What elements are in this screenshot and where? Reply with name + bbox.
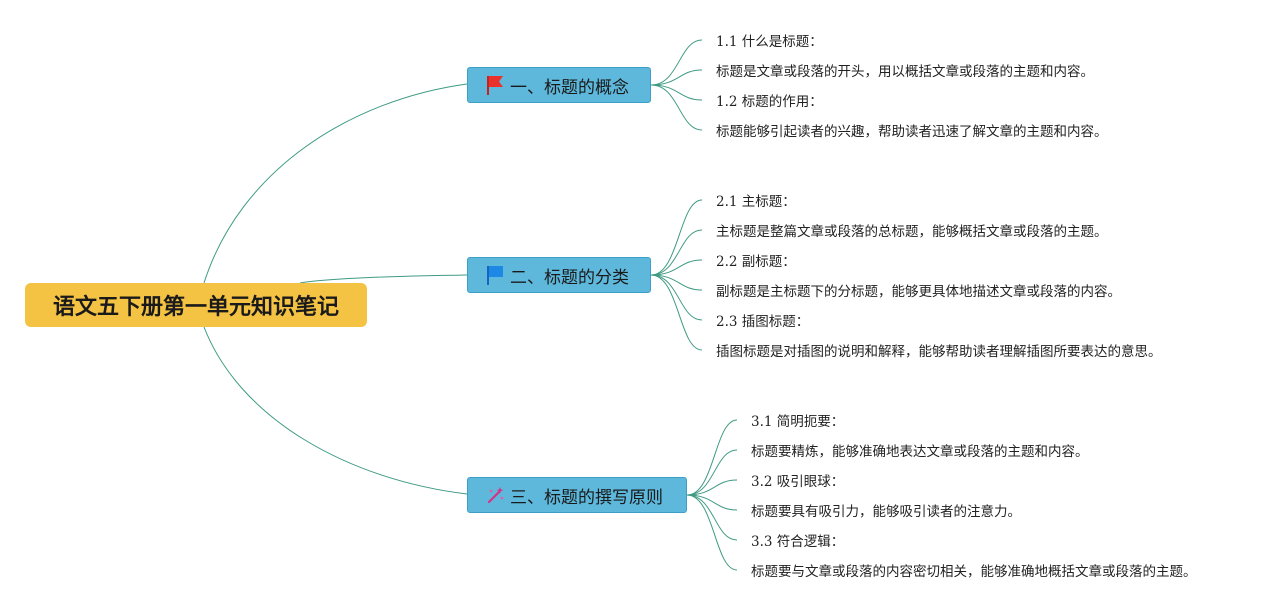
branch-topic-principles[interactable]: 三、标题的撰写原则 [467, 477, 687, 513]
connector-branch-3-leaf-1 [686, 419, 738, 496]
connector-branch-1-leaf-1 [650, 39, 703, 86]
connector-branch-3-leaf-5 [686, 494, 738, 541]
connector-branch-2-leaf-6 [650, 274, 703, 351]
branch-topic-label: 一、标题的概念 [510, 77, 629, 98]
leaf-heading[interactable]: 3.2 吸引眼球： [751, 474, 845, 490]
blue-flag-icon [484, 264, 506, 286]
leaf-description[interactable]: 标题要与文章或段落的内容密切相关，能够准确地概括文章或段落的主题。 [751, 564, 1197, 580]
connector-branch-3-leaf-2 [686, 449, 738, 496]
root-topic[interactable]: 语文五下册第一单元知识笔记 [25, 283, 367, 327]
branch-topic-concept[interactable]: 一、标题的概念 [467, 67, 651, 103]
leaf-description[interactable]: 副标题是主标题下的分标题，能够更具体地描述文章或段落的内容。 [716, 284, 1121, 300]
connector-root-branch-1 [203, 83, 468, 284]
branch-topic-classification[interactable]: 二、标题的分类 [467, 257, 651, 293]
leaf-description[interactable]: 标题要具有吸引力，能够吸引读者的注意力。 [751, 504, 1021, 520]
root-topic-label: 语文五下册第一单元知识笔记 [52, 295, 339, 320]
leaf-description[interactable]: 标题是文章或段落的开头，用以概括文章或段落的主题和内容。 [716, 64, 1094, 80]
leaf-description[interactable]: 主标题是整篇文章或段落的总标题，能够概括文章或段落的主题。 [716, 224, 1108, 240]
connector-branch-2-leaf-5 [650, 274, 703, 321]
connector-branch-1-leaf-2 [650, 69, 703, 86]
connector-branch-1-leaf-3 [650, 84, 703, 101]
leaf-heading[interactable]: 2.3 插图标题： [716, 314, 810, 330]
leaf-heading[interactable]: 2.2 副标题： [716, 254, 796, 270]
red-flag-icon [484, 74, 506, 96]
leaf-heading[interactable]: 2.1 主标题： [716, 194, 796, 210]
connector-branch-2-leaf-2 [650, 229, 703, 276]
connector-branch-3-leaf-4 [686, 494, 738, 511]
branch-topic-label: 二、标题的分类 [510, 267, 629, 288]
connector-branch-3-leaf-6 [686, 494, 738, 571]
leaf-description[interactable]: 标题能够引起读者的兴趣，帮助读者迅速了解文章的主题和内容。 [716, 124, 1108, 140]
leaf-heading[interactable]: 1.2 标题的作用： [716, 94, 823, 110]
leaf-heading[interactable]: 1.1 什么是标题： [716, 34, 823, 50]
connector-root-branch-2 [299, 274, 468, 284]
leaf-description[interactable]: 标题要精炼，能够准确地表达文章或段落的主题和内容。 [751, 444, 1089, 460]
branch-topic-label: 三、标题的撰写原则 [510, 487, 663, 508]
connector-branch-3-leaf-3 [686, 479, 738, 496]
connector-root-branch-3 [203, 326, 468, 495]
connector-branch-2-leaf-3 [650, 259, 703, 276]
magic-wand-icon [484, 484, 506, 506]
leaf-heading[interactable]: 3.1 简明扼要： [751, 414, 845, 430]
connector-branch-2-leaf-1 [650, 199, 703, 276]
leaf-description[interactable]: 插图标题是对插图的说明和解释，能够帮助读者理解插图所要表达的意思。 [716, 344, 1162, 360]
connector-branch-1-leaf-4 [650, 84, 703, 131]
leaf-heading[interactable]: 3.3 符合逻辑： [751, 534, 845, 550]
connector-branch-2-leaf-4 [650, 274, 703, 291]
